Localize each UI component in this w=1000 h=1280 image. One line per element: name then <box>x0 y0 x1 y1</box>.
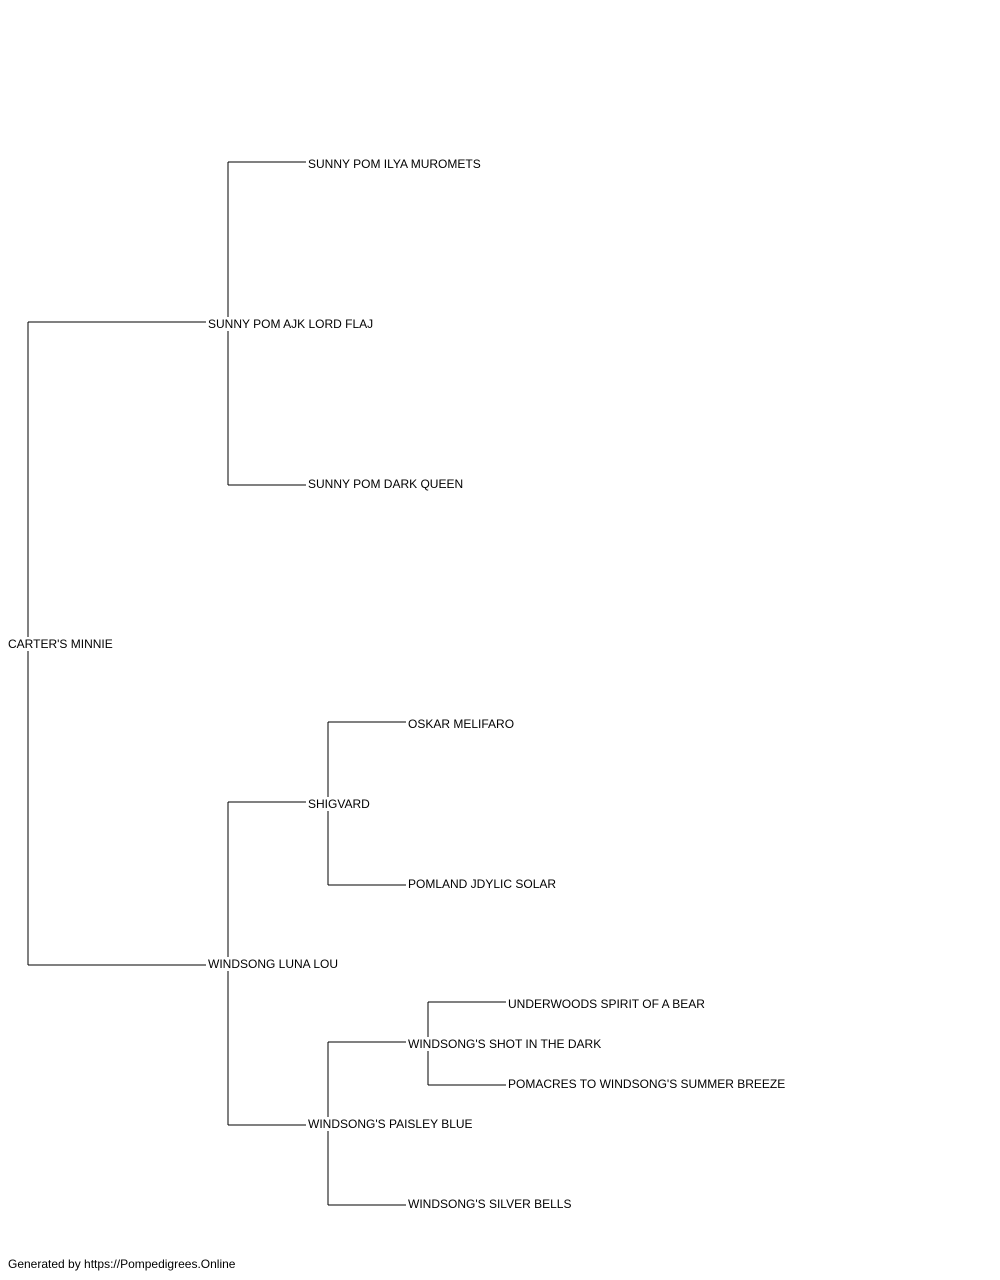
node-dam: WINDSONG LUNA LOU <box>208 957 339 971</box>
node-sire-sire: SUNNY POM ILYA MUROMETS <box>308 157 481 171</box>
node-dam-sire-sire: OSKAR MELIFARO <box>408 717 515 731</box>
node-dam-dam-sire-sire: UNDERWOODS SPIRIT OF A BEAR <box>508 997 705 1011</box>
node-dam-dam-sire-dam: POMACRES TO WINDSONG'S SUMMER BREEZE <box>508 1077 786 1091</box>
node-dam-dam-sire: WINDSONG'S SHOT IN THE DARK <box>408 1037 602 1051</box>
node-dam-sire-dam: POMLAND JDYLIC SOLAR <box>408 877 557 891</box>
node-sire-dam: SUNNY POM DARK QUEEN <box>308 477 464 491</box>
node-dam-sire: SHIGVARD <box>308 797 370 811</box>
node-sire: SUNNY POM AJK LORD FLAJ <box>208 317 374 331</box>
node-dam-dam-dam: WINDSONG'S SILVER BELLS <box>408 1197 572 1211</box>
generated-by-footer: Generated by https://Pompedigrees.Online <box>8 1257 236 1271</box>
node-subject: CARTER'S MINNIE <box>8 637 113 651</box>
node-dam-dam: WINDSONG'S PAISLEY BLUE <box>308 1117 473 1131</box>
